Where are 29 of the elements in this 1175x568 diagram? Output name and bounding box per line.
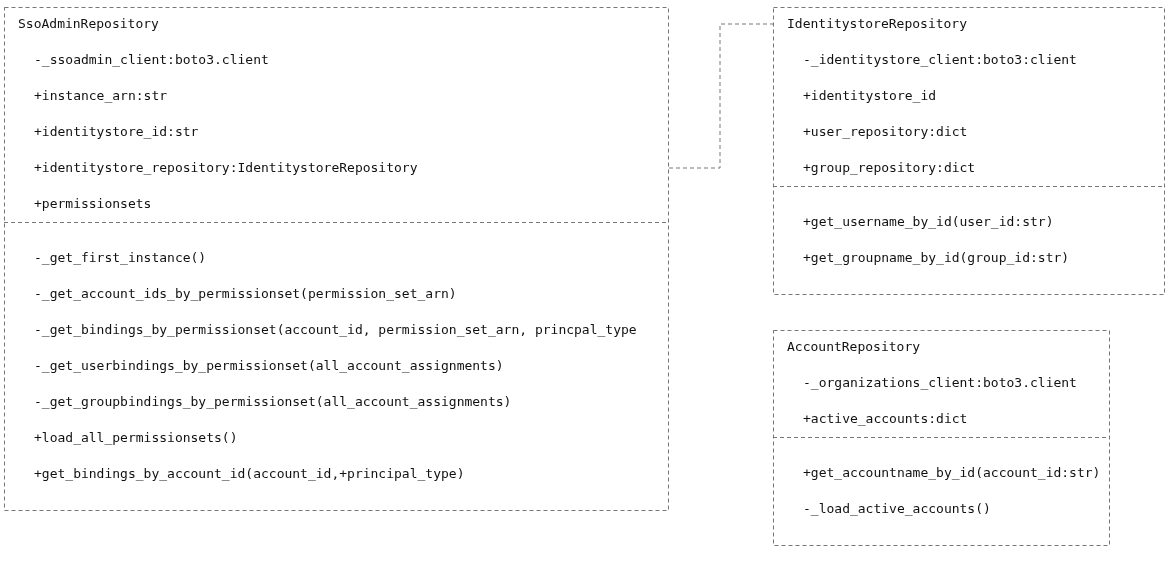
attribute-text: +user_repository:dict: [803, 124, 968, 140]
attribute-text: -_identitystore_client:boto3:client: [803, 52, 1077, 68]
method-text: +load_all_permissionsets(): [34, 430, 238, 446]
class-box: [773, 330, 1110, 546]
attribute-text: +group_repository:dict: [803, 160, 976, 176]
attribute-text: +identitystore_repository:IdentitystoreRepository: [34, 160, 418, 176]
method-text: +get_accountname_by_id(account_id:str): [803, 465, 1101, 481]
method-text: +get_groupname_by_id(group_id:str): [803, 250, 1070, 266]
class-name: IdentitystoreRepository: [787, 16, 967, 32]
attribute-text: -_organizations_client:boto3.client: [803, 375, 1077, 391]
class-name: AccountRepository: [787, 339, 921, 355]
method-text: +get_bindings_by_account_id(account_id,+principal_type): [34, 466, 465, 482]
method-text: +get_username_by_id(user_id:str): [803, 214, 1054, 230]
attribute-text: -_ssoadmin_client:boto3.client: [34, 52, 269, 68]
class-box: [773, 7, 1165, 295]
method-text: -_get_groupbindings_by_permissionset(all_account_assignments): [34, 394, 512, 410]
attribute-text: +instance_arn:str: [34, 88, 168, 104]
attribute-text: +active_accounts:dict: [803, 411, 968, 427]
method-text: -_load_active_accounts(): [803, 501, 991, 517]
connector-line: [668, 23, 774, 169]
attribute-text: +identitystore_id:str: [34, 124, 199, 140]
method-text: -_get_account_ids_by_permissionset(permission_set_arn): [34, 286, 457, 302]
attribute-text: +permissionsets: [34, 196, 152, 212]
method-text: -_get_bindings_by_permissionset(account_id, permission_set_arn, princpal_type: [34, 322, 637, 338]
method-text: -_get_userbindings_by_permissionset(all_account_assignments): [34, 358, 504, 374]
method-text: -_get_first_instance(): [34, 250, 207, 266]
class-name: SsoAdminRepository: [18, 16, 159, 32]
class-box: [4, 7, 669, 511]
attribute-text: +identitystore_id: [803, 88, 937, 104]
